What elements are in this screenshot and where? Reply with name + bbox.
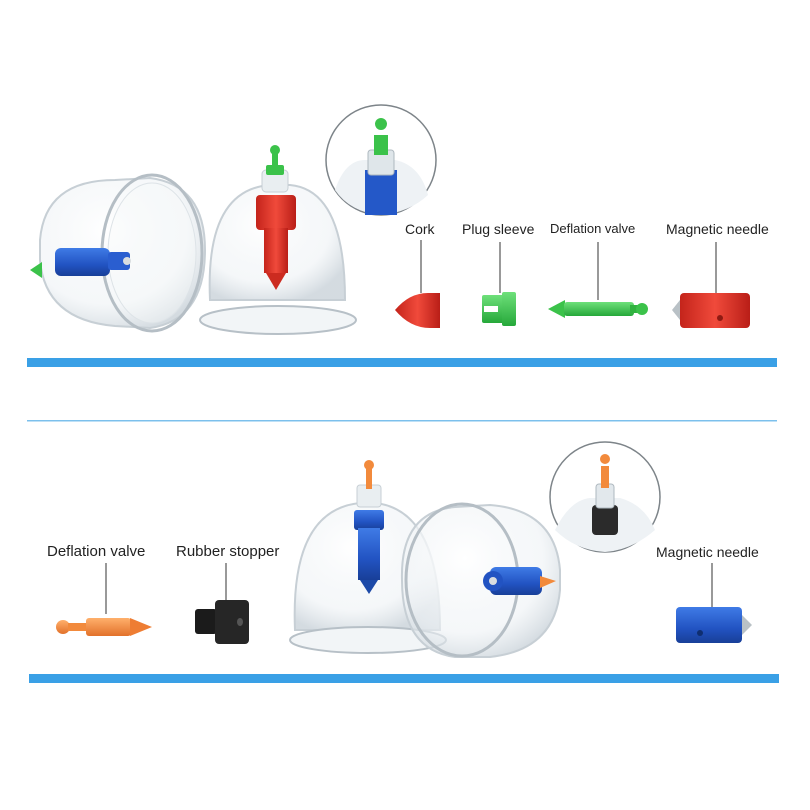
plug-sleeve-part	[482, 292, 516, 326]
label-deflation-valve-top: Deflation valve	[550, 221, 636, 236]
cup-tilted-top	[30, 173, 207, 333]
cork-part	[395, 292, 440, 328]
divider-thin	[27, 420, 777, 422]
label-plug-sleeve: Plug sleeve	[462, 221, 535, 237]
label-deflation-valve-bottom: Deflation valve	[47, 543, 146, 560]
label-rubber-stopper: Rubber stopper	[176, 543, 280, 560]
divider-bottom	[29, 674, 779, 683]
deflation-valve-bottom-part	[56, 618, 152, 636]
inset-closeup-top	[325, 104, 437, 216]
label-cork: Cork	[405, 221, 435, 237]
label-magnetic-needle-top: Magnetic needle	[666, 221, 769, 237]
label-magnetic-needle-bottom: Magnetic needle	[656, 544, 759, 560]
magnetic-needle-top-part	[672, 293, 750, 328]
rubber-stopper-part	[195, 600, 249, 644]
cup-upright-top	[199, 145, 357, 335]
deflation-valve-top-part	[548, 300, 648, 318]
magnetic-needle-bottom-part	[676, 607, 752, 643]
cup-tilted-bottom	[400, 502, 561, 658]
divider-top	[27, 358, 777, 367]
inset-closeup-bottom	[549, 441, 661, 553]
